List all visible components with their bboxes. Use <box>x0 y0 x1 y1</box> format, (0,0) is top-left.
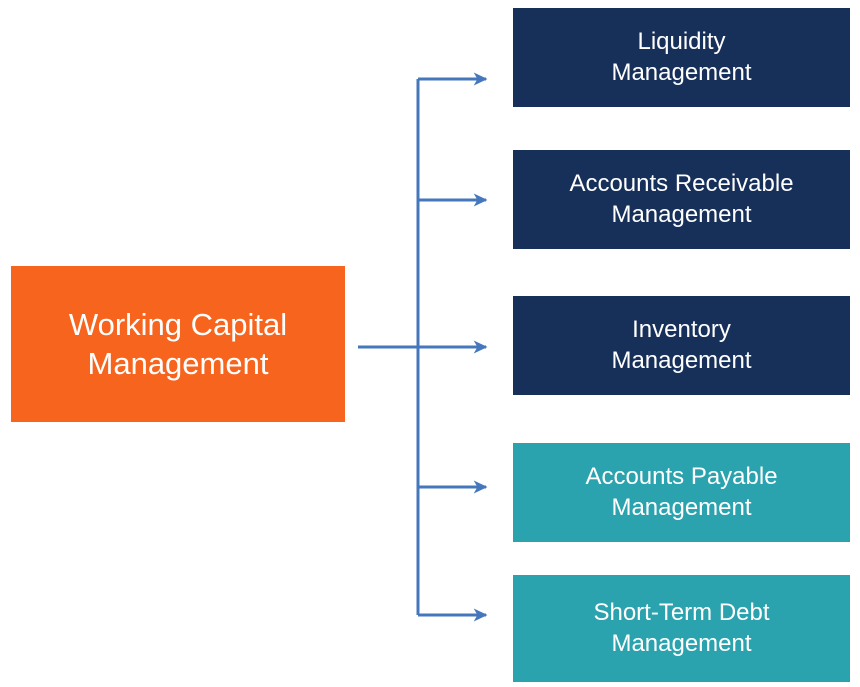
node-label-branch-0-line2: Management <box>611 58 752 86</box>
node-label-root-line1: Working Capital <box>68 306 288 342</box>
node-label-branch-2-line1: Inventory <box>632 316 731 344</box>
node-label-branch-3-line2: Management <box>611 493 752 521</box>
node-label-branch-4-line2: Management <box>611 629 752 657</box>
node-label-branch-4-line1: Short-Term Debt <box>593 599 770 627</box>
node-label-branch-1-line1: Accounts Receivable <box>569 170 794 198</box>
node-label-branch-3-line1: Accounts Payable <box>585 463 778 491</box>
node-label-branch-1-line2: Management <box>611 200 752 228</box>
node-label-root-line2: Management <box>87 346 269 381</box>
node-label-branch-2-line2: Management <box>611 346 752 374</box>
node-label-branch-0-line1: Liquidity <box>637 28 726 56</box>
